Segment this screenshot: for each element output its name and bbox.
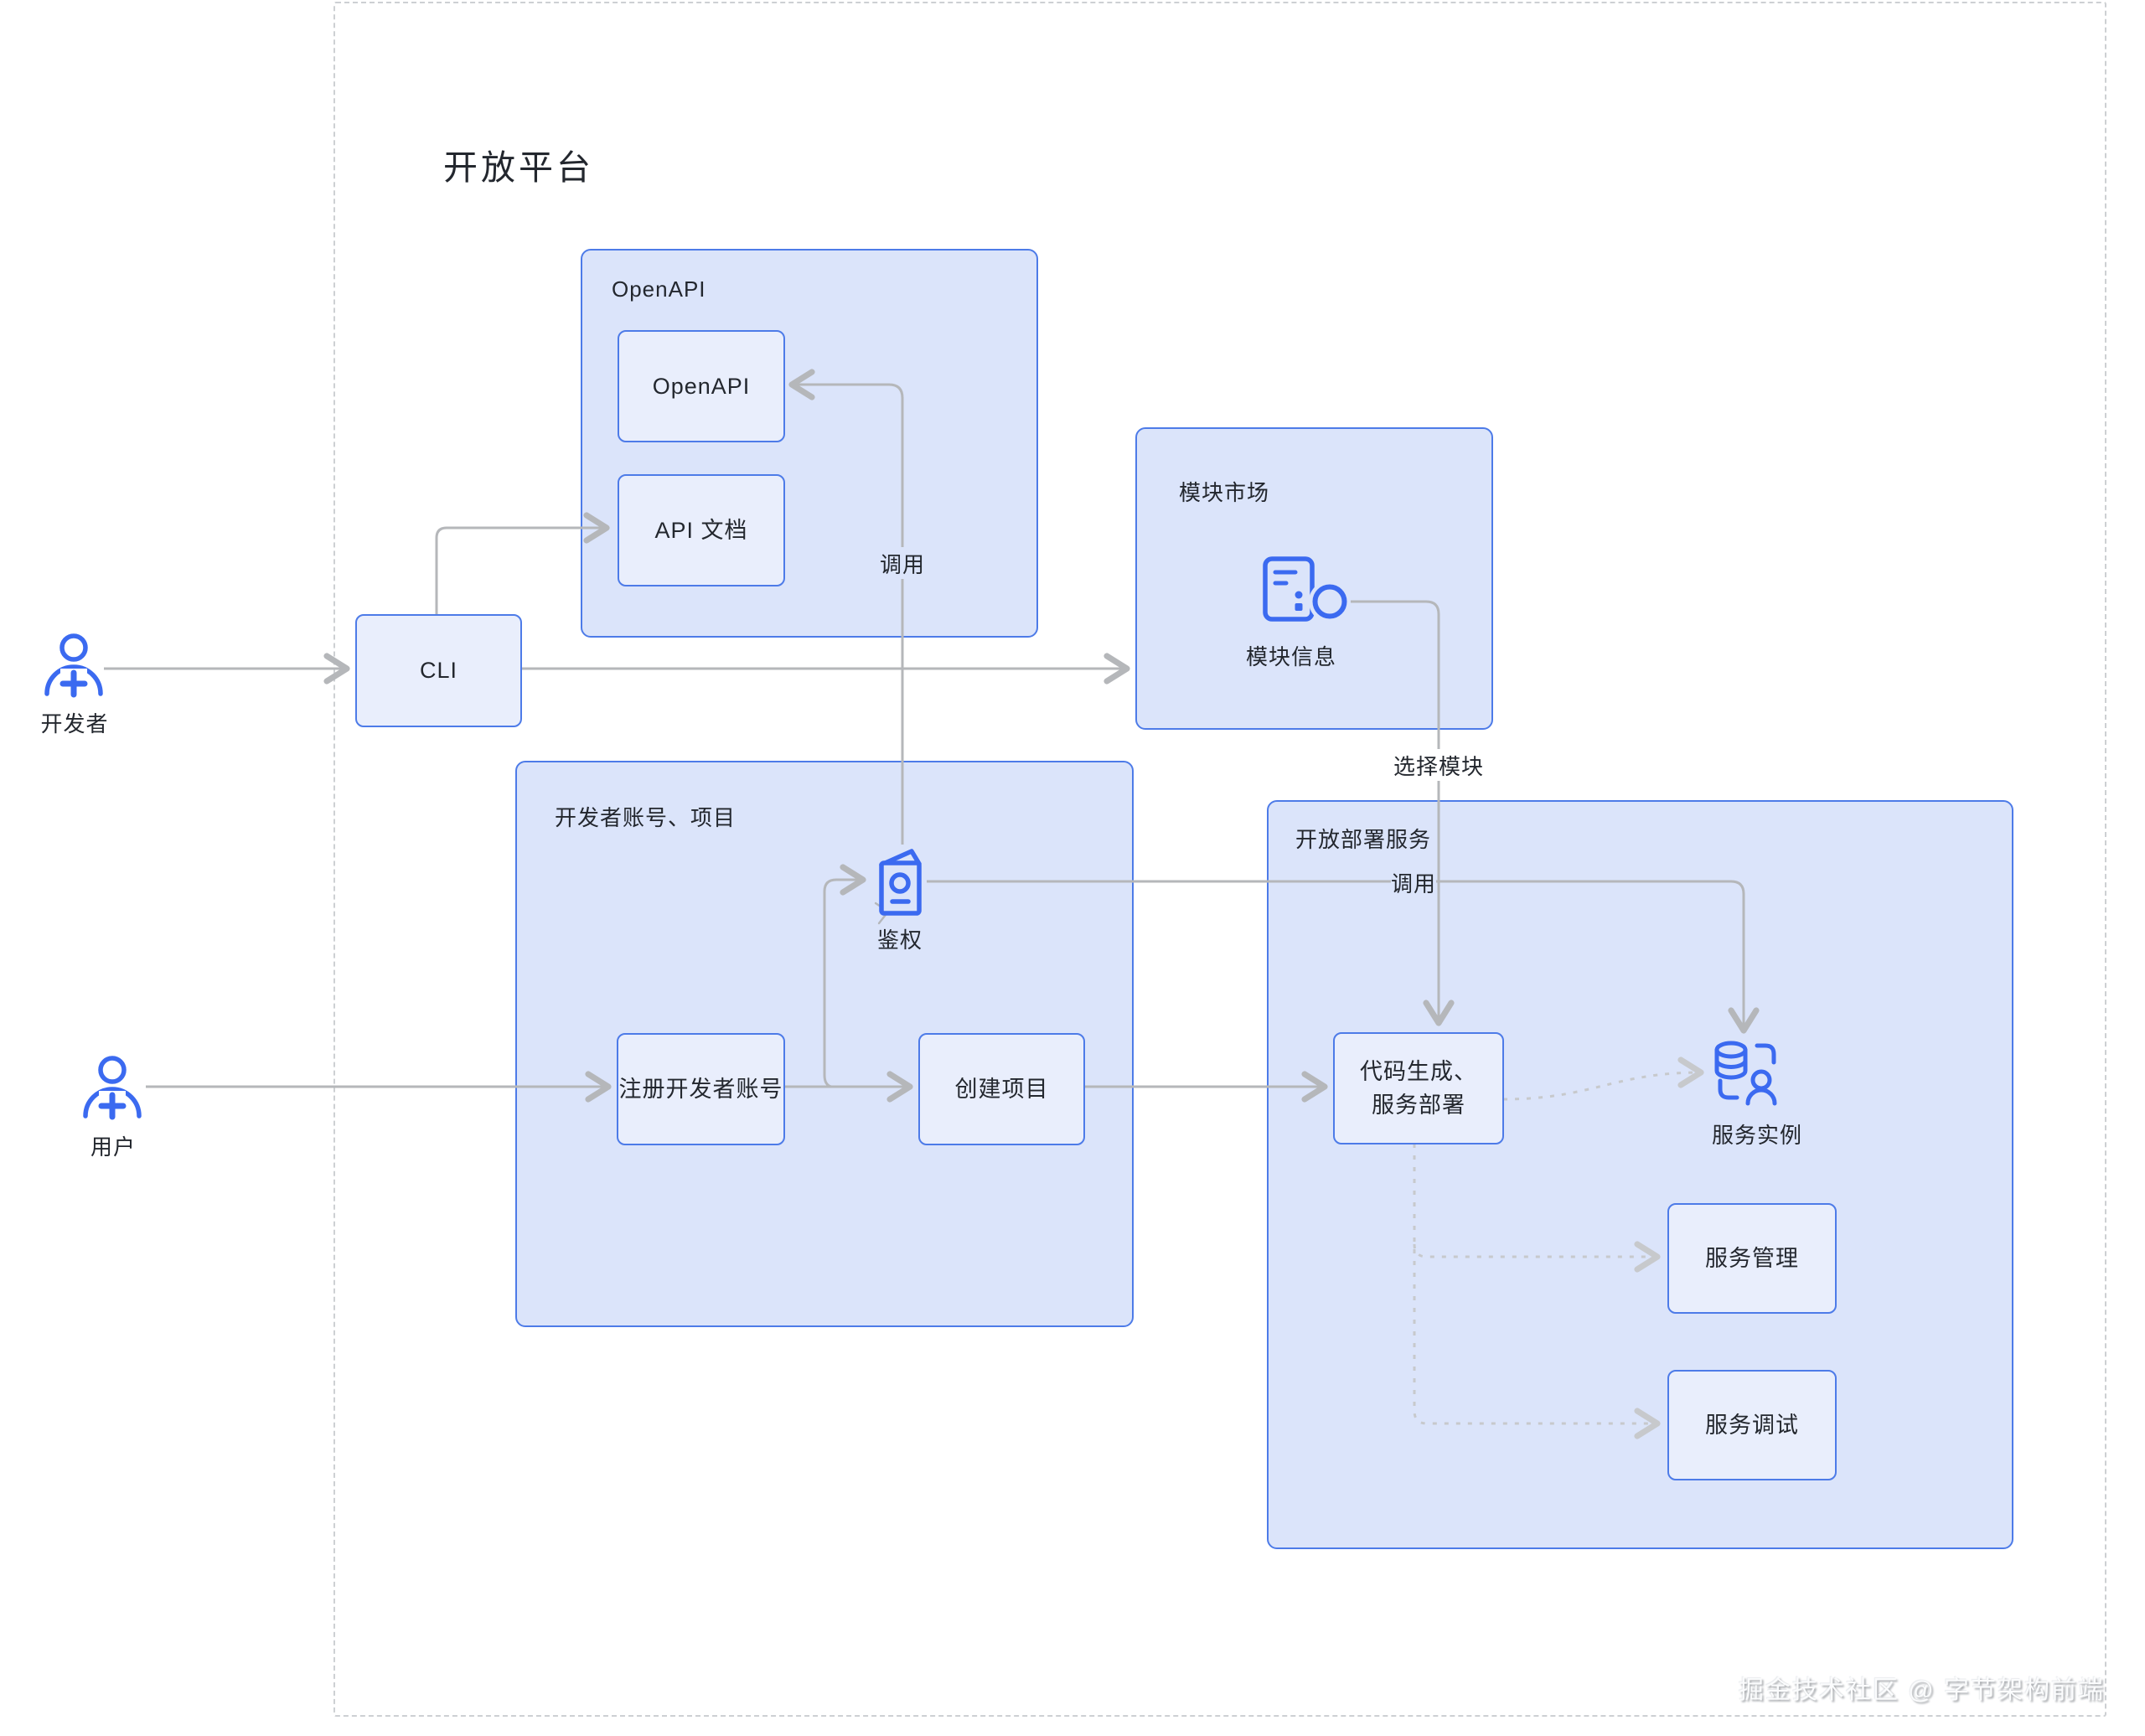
person-plus-icon	[44, 633, 103, 698]
node-service-debug: 服务调试	[1667, 1370, 1837, 1480]
edge-label-invoke-api: 调用	[879, 547, 926, 579]
actor-developer-label: 开发者	[40, 711, 109, 736]
node-cli-label: CLI	[419, 658, 458, 684]
node-service-manage: 服务管理	[1667, 1203, 1837, 1314]
node-create-project-label: 创建项目	[954, 1076, 1049, 1102]
node-openapi: OpenAPI	[618, 330, 785, 442]
node-register-account-label: 注册开发者账号	[618, 1076, 783, 1102]
node-api-doc: API 文档	[618, 474, 785, 586]
arrow-invoke-to-openapi	[788, 369, 904, 845]
platform-dashed-border	[333, 2, 2106, 1717]
auth-label: 鉴权	[876, 927, 923, 953]
service-instance-label: 服务实例	[1711, 1123, 1803, 1148]
module-info-label: 模块信息	[1245, 644, 1337, 669]
container-module-market-label: 模块市场	[1179, 480, 1270, 505]
module-document-icon	[1263, 556, 1351, 623]
edge-label-invoke-service: 调用	[1391, 866, 1436, 898]
node-openapi-label: OpenAPI	[652, 373, 751, 399]
container-dev-account-label: 开发者账号、项目	[555, 805, 737, 830]
node-register-account: 注册开发者账号	[617, 1033, 785, 1145]
id-booklet-icon	[879, 849, 922, 916]
node-codegen-line2: 服务部署	[1372, 1093, 1465, 1118]
container-deploy-service-label: 开放部署服务	[1295, 827, 1432, 852]
page-title: 开放平台	[443, 148, 594, 187]
arrow-select-module-to-codegen	[1344, 600, 1455, 1026]
node-service-manage-label: 服务管理	[1705, 1245, 1799, 1271]
node-service-debug-label: 服务调试	[1705, 1412, 1799, 1438]
node-api-doc-label: API 文档	[654, 517, 748, 543]
dashed-codegen-to-service-manage	[1413, 1241, 1661, 1273]
watermark: 掘金技术社区 @ 字节架构前端	[1738, 1677, 2105, 1704]
node-codegen-deploy: 代码生成、 服务部署	[1333, 1032, 1504, 1144]
arrow-auth-invoke-to-service-instance	[927, 880, 1760, 1034]
dashed-codegen-to-service-instance	[1502, 1057, 1704, 1101]
node-cli: CLI	[355, 614, 522, 727]
dashed-codegen-to-service-debug	[1413, 1144, 1661, 1439]
database-user-icon	[1714, 1041, 1777, 1106]
person-plus-icon	[83, 1056, 142, 1120]
arrow-cli-to-api-doc	[435, 512, 610, 614]
node-codegen-line1: 代码生成、	[1360, 1058, 1477, 1084]
arrow-register-to-auth	[823, 864, 866, 1088]
container-openapi-label: OpenAPI	[612, 276, 706, 302]
actor-user-label: 用户	[90, 1134, 137, 1160]
node-create-project: 创建项目	[918, 1033, 1085, 1145]
edge-label-select-module: 选择模块	[1393, 749, 1484, 781]
